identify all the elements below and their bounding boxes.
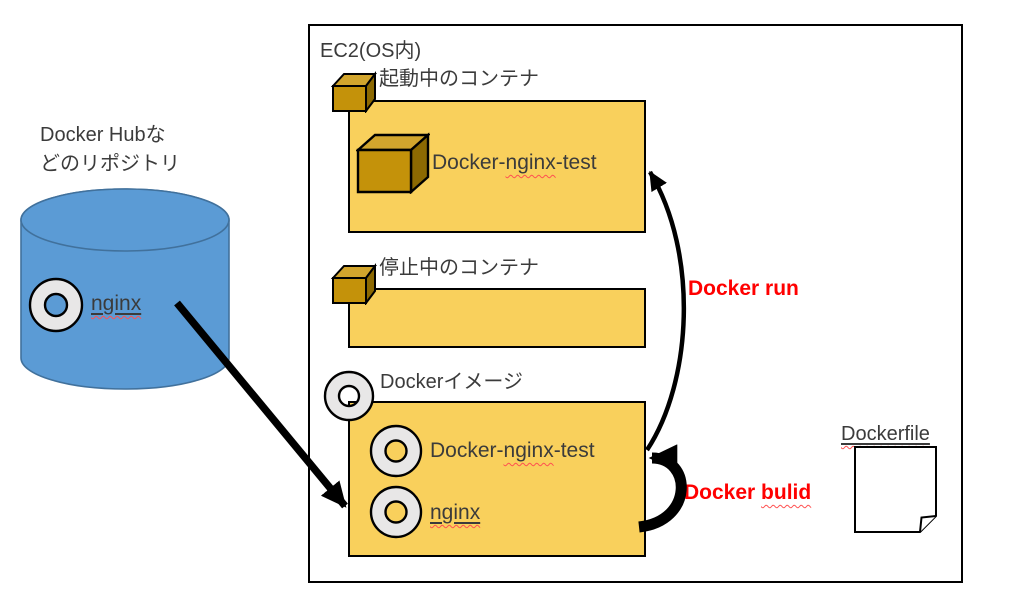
stopped-container-box	[348, 288, 646, 348]
running-container-label: 起動中のコンテナ	[379, 68, 539, 90]
stopped-container-label: 停止中のコンテナ	[379, 257, 539, 279]
image-name-1: Docker-nginx-test	[430, 439, 595, 462]
repository-label-line1: Docker Hubな	[40, 124, 166, 146]
running-image-cube-icon	[356, 132, 430, 194]
repository-label-line2: どのリポジトリ	[40, 153, 180, 175]
stopped-container-cube-icon	[331, 263, 377, 305]
dockerfile-label: Dockerfile	[841, 423, 930, 445]
image-ring-icon-2	[369, 485, 423, 539]
dockerfile-document-icon	[854, 446, 937, 533]
run-command-label: Docker run	[688, 277, 799, 300]
image-name-2: nginx	[430, 501, 481, 524]
repo-image-ring-icon	[28, 277, 84, 333]
running-container-cube-icon	[331, 71, 377, 113]
docker-images-ring-icon	[323, 370, 375, 422]
image-ring-icon-1	[369, 424, 423, 478]
build-command-label: Docker bulid	[684, 481, 812, 504]
repo-image-name: nginx	[91, 292, 142, 315]
ec2-title: EC2(OS内)	[320, 40, 422, 62]
repository-label: Docker Hubな どのリポジトリ	[40, 121, 180, 179]
docker-images-label: Dockerイメージ	[380, 371, 523, 393]
running-container-name: Docker-nginx-test	[432, 151, 597, 174]
